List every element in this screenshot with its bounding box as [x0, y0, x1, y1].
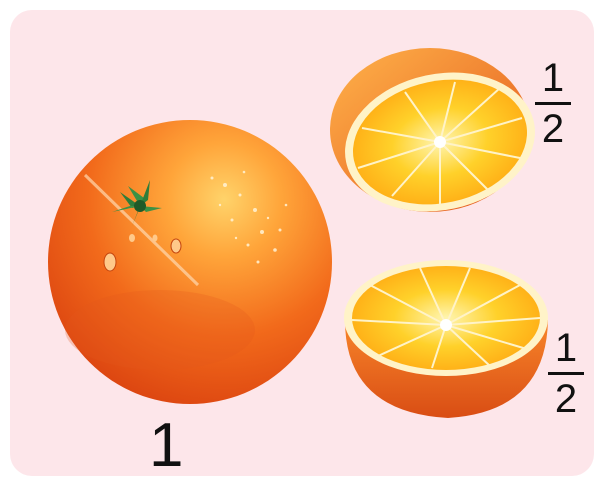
fraction-bottom-bar — [548, 372, 584, 375]
half-orange-top — [330, 48, 548, 228]
fraction-top-denominator: 2 — [535, 109, 571, 149]
half-top-core — [434, 136, 446, 148]
fraction-top: 1 2 — [535, 58, 571, 149]
fraction-bottom: 1 2 — [548, 328, 584, 419]
half-orange-bottom — [344, 260, 548, 418]
fraction-top-numerator: 1 — [535, 58, 571, 98]
whole-orange-label: 1 — [149, 415, 183, 477]
half-bottom-core — [440, 319, 452, 331]
fraction-bottom-denominator: 2 — [548, 379, 584, 419]
whole-orange — [48, 120, 332, 404]
fraction-bottom-numerator: 1 — [548, 328, 584, 368]
fraction-top-bar — [535, 102, 571, 105]
